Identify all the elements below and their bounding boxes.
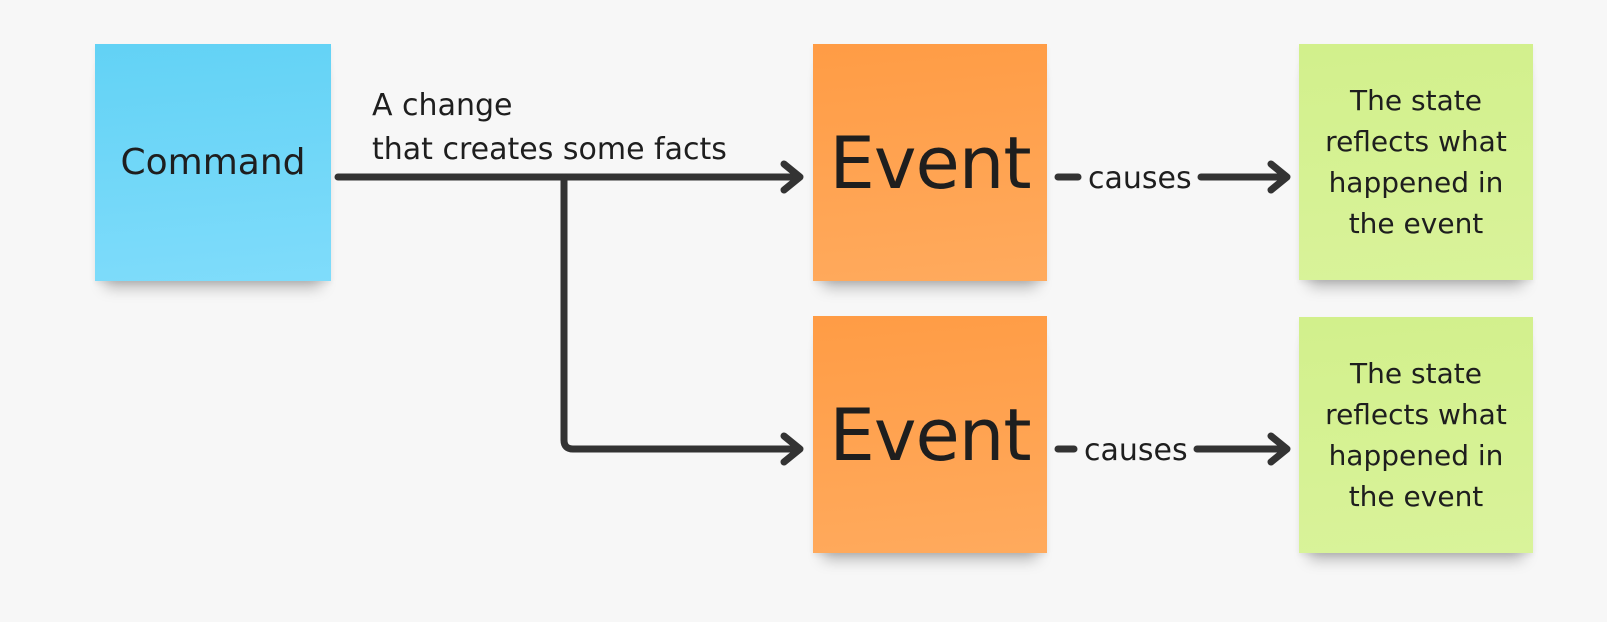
- state-text: The state reflects what happened in the …: [1325, 357, 1507, 513]
- event-sticky-2[interactable]: Event: [813, 316, 1047, 553]
- arrowhead-state-2: [1267, 432, 1291, 466]
- event-label: Event: [829, 392, 1031, 477]
- state-sticky-1[interactable]: The state reflects what happened in the …: [1299, 44, 1533, 280]
- change-description: A change that creates some facts: [372, 84, 727, 172]
- connector-command-to-event-2[interactable]: [560, 173, 802, 453]
- command-sticky[interactable]: Command: [95, 44, 331, 281]
- arrowhead-state-1: [1267, 160, 1291, 194]
- arrowhead-event-1: [780, 160, 804, 194]
- event-label: Event: [829, 120, 1031, 205]
- causes-label-2: causes: [1084, 433, 1188, 468]
- command-label: Command: [120, 142, 306, 183]
- change-label-line-1: A change: [372, 88, 513, 123]
- change-label-line-2: that creates some facts: [372, 132, 727, 167]
- causes-label-1: causes: [1088, 161, 1192, 196]
- state-sticky-2[interactable]: The state reflects what happened in the …: [1299, 317, 1533, 553]
- state-text: The state reflects what happened in the …: [1325, 84, 1507, 240]
- event-sticky-1[interactable]: Event: [813, 44, 1047, 281]
- arrowhead-event-2: [780, 432, 804, 466]
